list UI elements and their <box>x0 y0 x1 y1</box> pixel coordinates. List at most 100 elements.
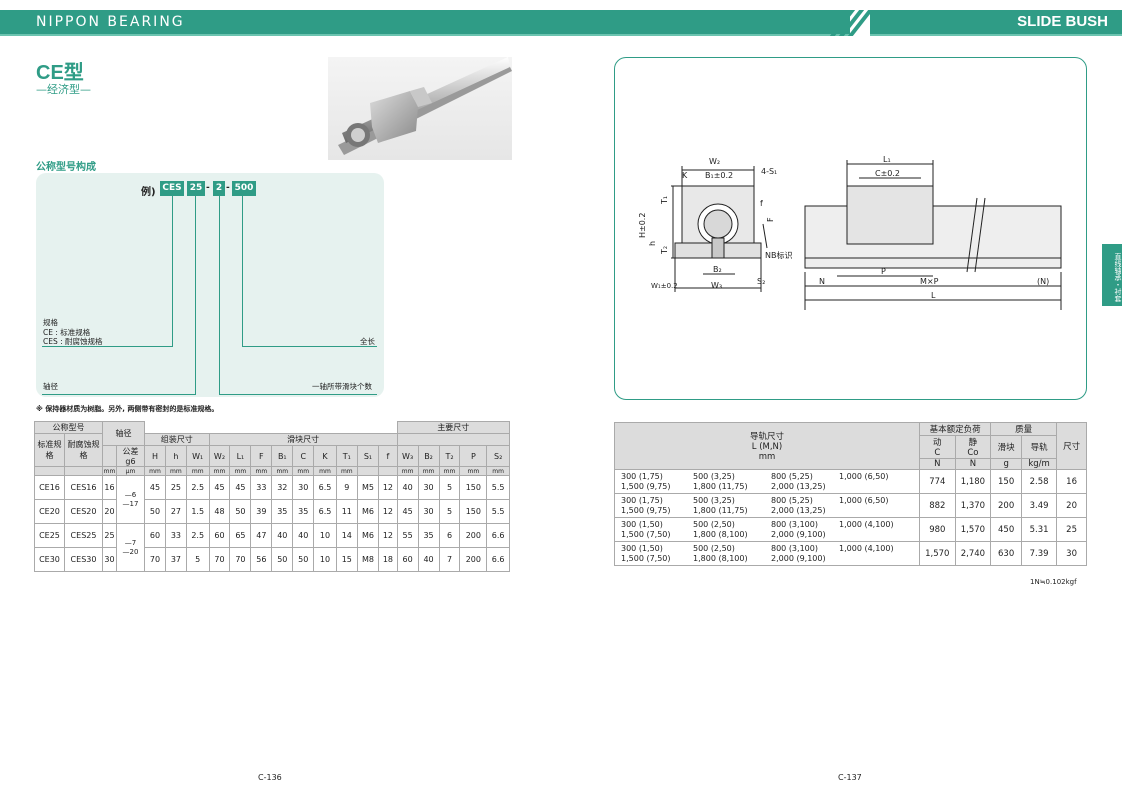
diagram-label: B₁±0.2 <box>705 171 733 180</box>
cell-value: 60 <box>396 547 419 572</box>
rail-length: 1,500 (9,75) <box>621 481 671 491</box>
cell-block-mass: 150 <box>990 469 1023 494</box>
diagram-label: W₂ <box>709 157 720 166</box>
rail-length: 2,000 (9,100) <box>771 553 826 563</box>
cell-value: 40 <box>271 523 294 548</box>
cell-static: 1,370 <box>954 493 992 518</box>
rail-length: 800 (3,100) <box>771 543 818 553</box>
rail-length: 1,000 (6,50) <box>839 471 889 481</box>
cell-rail: 300 (1,50)500 (2,50)800 (3,100)1,000 (4,… <box>614 541 920 566</box>
cell-value: 40 <box>417 547 440 572</box>
label-full-length: 全长 <box>360 337 375 346</box>
rail-length <box>839 554 919 564</box>
th-load: 基本额定负荷 <box>918 422 992 436</box>
th-col: W₃ <box>396 445 419 467</box>
cell-dynamic: 980 <box>919 517 956 542</box>
cell-value: 6.5 <box>313 499 337 524</box>
rail-length: 800 (5,25) <box>771 495 813 505</box>
cell-rail-mass: 3.49 <box>1021 493 1058 518</box>
cell-value: 40 <box>292 523 315 548</box>
th-col: L₁ <box>229 445 252 467</box>
cell-value: 14 <box>335 523 358 548</box>
diagram-label: C±0.2 <box>875 169 900 178</box>
th-ces: 耐腐蚀规格 <box>64 433 103 467</box>
cell-value: 37 <box>164 547 187 572</box>
label-ce: CE : 标准规格 <box>43 328 91 337</box>
cell-value: 25 <box>164 475 187 500</box>
cell-value: 18 <box>378 547 398 572</box>
cell-value: 11 <box>335 499 358 524</box>
th-assembly: 组装尺寸 <box>144 433 210 446</box>
cell-value: 45 <box>229 475 252 500</box>
material-note: ※ 保持器材质为树脂。另外, 两侧带有密封的是标准规格。 <box>36 405 219 413</box>
table-row: 300 (1,75)500 (3,25)800 (5,25)1,000 (6,5… <box>614 469 1087 494</box>
cell-value: 5.5 <box>486 475 510 500</box>
cell-value: 45 <box>144 475 166 500</box>
diagram-label: B₂ <box>713 265 722 274</box>
rail-length: 1,500 (7,50) <box>621 553 671 563</box>
rail-length: 500 (3,25) <box>693 495 735 505</box>
rail-length: 500 (2,50) <box>693 519 735 529</box>
th-col: f <box>378 445 398 467</box>
rail-length: 1,800 (11,75) <box>693 505 748 515</box>
cell-value: 15 <box>335 547 358 572</box>
cell-value: 200 <box>459 547 488 572</box>
cell-value: 39 <box>250 499 273 524</box>
th-model: 公称型号 <box>34 421 103 434</box>
th-col: S₂ <box>486 445 510 467</box>
cell-ces: CES30 <box>64 547 103 572</box>
cell-value: 12 <box>378 499 398 524</box>
cell-dynamic: 882 <box>919 493 956 518</box>
config-heading: 公称型号构成 <box>36 162 96 173</box>
cell-size: 30 <box>1056 541 1087 566</box>
cell-rail: 300 (1,75)500 (3,25)800 (5,25)1,000 (6,5… <box>614 493 920 518</box>
th-shaft: 轴径 <box>102 421 145 446</box>
label-shaft: 轴径 <box>43 382 58 391</box>
rail-length: 500 (3,25) <box>693 471 735 481</box>
cell-value: 50 <box>292 547 315 572</box>
cell-shaft: 20 <box>102 499 117 524</box>
th-col: T₁ <box>335 445 358 467</box>
cell-static: 1,570 <box>954 517 992 542</box>
table-row: 300 (1,50)500 (2,50)800 (3,100)1,000 (4,… <box>614 517 1087 542</box>
diagram-label: T₁ <box>660 196 669 205</box>
rail-length: 300 (1,50) <box>621 519 663 529</box>
brand-name: NIPPON BEARING <box>36 14 185 30</box>
example-part: 2 <box>213 181 225 196</box>
cell-value: 48 <box>208 499 231 524</box>
cell-value: 30 <box>417 499 440 524</box>
page-number-left: C-136 <box>258 773 282 782</box>
dimension-diagram: W₂ K B₁±0.2 4-S₁ T₁ f H±0.2 h T₂ F NB标识 … <box>614 57 1087 400</box>
connector-line <box>42 394 196 395</box>
rail-length <box>839 482 919 492</box>
th-col: S₁ <box>356 445 380 467</box>
cell-value: 12 <box>378 523 398 548</box>
cell-value: 60 <box>144 523 166 548</box>
rail-length: 500 (2,50) <box>693 543 735 553</box>
diagram-label: NB标识 <box>765 250 792 260</box>
th-col: T₂ <box>438 445 461 467</box>
cell-value: 50 <box>229 499 252 524</box>
cell-value: 40 <box>396 475 419 500</box>
cell-value: 45 <box>208 475 231 500</box>
cell-rail-mass: 2.58 <box>1021 469 1058 494</box>
cell-value: 70 <box>229 547 252 572</box>
cell-std: CE20 <box>34 499 65 524</box>
cell-value: 2.5 <box>185 523 210 548</box>
cell-value: 7 <box>438 547 461 572</box>
cell-value: 47 <box>250 523 273 548</box>
diagram-label: T₂ <box>660 246 669 255</box>
rail-length: 2,000 (13,25) <box>771 481 826 491</box>
cell-value: 5.5 <box>486 499 510 524</box>
cell-static: 1,180 <box>954 469 992 494</box>
cell-block-mass: 630 <box>990 541 1023 566</box>
diagram-label: K <box>682 171 688 180</box>
header-band-right: SLIDE BUSH <box>870 10 1122 36</box>
example-dash: - <box>226 183 230 193</box>
cell-ces: CES25 <box>64 523 103 548</box>
cell-value: 10 <box>313 547 337 572</box>
cell-value: 30 <box>292 475 315 500</box>
